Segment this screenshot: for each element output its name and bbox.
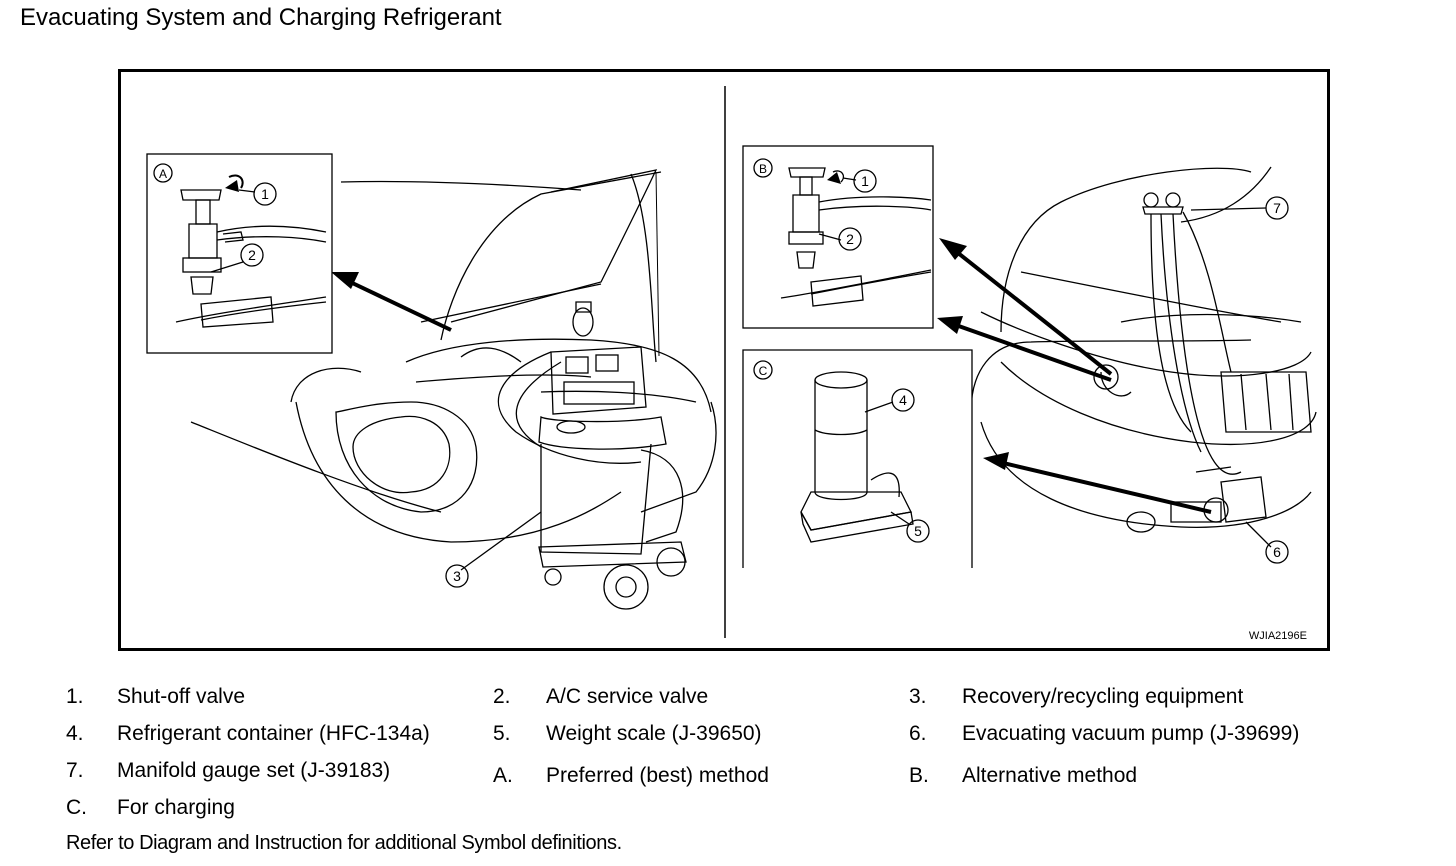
legend-key: 7. bbox=[66, 759, 84, 782]
legend-text: Refrigerant container (HFC-134a) bbox=[117, 722, 430, 745]
figure-code: WJIA2196E bbox=[1248, 630, 1307, 642]
legend-text: Weight scale (J-39650) bbox=[546, 722, 762, 745]
panel-label-c: C bbox=[759, 364, 768, 378]
legend-key: 5. bbox=[493, 722, 511, 745]
legend-text: Preferred (best) method bbox=[546, 764, 769, 787]
legend-key: A. bbox=[493, 764, 513, 787]
legend-key: 6. bbox=[909, 722, 927, 745]
inset-b-alternative-method: B 1 2 bbox=[742, 145, 934, 329]
left-car-illustration bbox=[190, 169, 717, 610]
diagram-figure: A 1 2 3 bbox=[118, 69, 1330, 651]
page-title: Evacuating System and Charging Refrigera… bbox=[20, 4, 502, 31]
legend-text: A/C service valve bbox=[546, 685, 709, 708]
legend-text: Evacuating vacuum pump (J-39699) bbox=[962, 722, 1300, 745]
panel-label-b: B bbox=[759, 162, 767, 176]
inset-a-preferred-method: A 1 2 bbox=[146, 153, 333, 354]
legend-key: 3. bbox=[909, 685, 927, 708]
callout-2a: 2 bbox=[248, 247, 256, 263]
right-car-illustration: 7 6 bbox=[937, 166, 1317, 564]
legend-text: For charging bbox=[117, 796, 235, 819]
legend-text: Alternative method bbox=[962, 764, 1138, 787]
diagram-drawing: A 1 2 3 bbox=[146, 86, 1317, 638]
callout-7: 7 bbox=[1273, 200, 1281, 216]
callout-3: 3 bbox=[453, 568, 461, 584]
callout-4: 4 bbox=[899, 392, 907, 408]
legend-text: Shut-off valve bbox=[117, 685, 246, 708]
callout-1b: 1 bbox=[861, 173, 869, 189]
footnote: Refer to Diagram and Instruction for add… bbox=[66, 832, 622, 854]
legend-key: B. bbox=[909, 764, 929, 787]
legend-text: Manifold gauge set (J-39183) bbox=[117, 759, 391, 782]
legend-key: 1. bbox=[66, 685, 84, 708]
callout-1a: 1 bbox=[261, 186, 269, 202]
callout-5: 5 bbox=[914, 523, 922, 539]
inset-c-for-charging: C 4 5 bbox=[742, 349, 973, 568]
callout-6: 6 bbox=[1273, 544, 1281, 560]
panel-label-a: A bbox=[159, 167, 167, 181]
callout-2b: 2 bbox=[846, 231, 854, 247]
legend-text: Recovery/recycling equipment bbox=[962, 685, 1244, 708]
legend-key: 2. bbox=[493, 685, 511, 708]
legend-key: 4. bbox=[66, 722, 84, 745]
legend-key: C. bbox=[66, 796, 87, 819]
